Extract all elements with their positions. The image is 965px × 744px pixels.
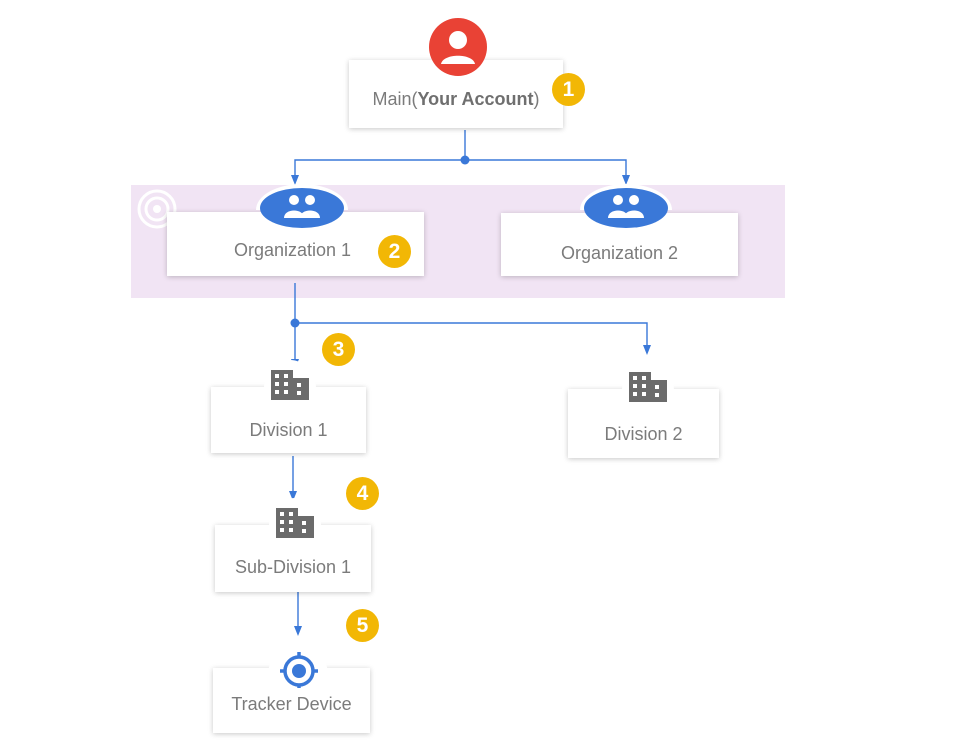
group-icon — [254, 182, 350, 235]
step-badge-5: 5 — [346, 609, 379, 642]
group-icon — [578, 182, 674, 235]
connector-org1-to-div2 — [295, 322, 651, 355]
building-icon — [620, 358, 676, 411]
division-1-label: Division 1 — [249, 419, 328, 440]
step-badge-3: 3 — [322, 333, 355, 366]
step-badge-2: 2 — [378, 235, 411, 268]
connector-main-to-org2 — [465, 159, 630, 185]
step-badge-1: 1 — [552, 73, 585, 106]
organization-1-label: Organization 1 — [234, 239, 352, 260]
tracker-device-node[interactable]: Tracker Device — [213, 668, 370, 733]
main-account-label: Main(Your Account) — [372, 88, 540, 109]
building-icon — [262, 356, 318, 409]
division-2-label: Division 2 — [604, 424, 683, 444]
target-icon — [266, 636, 330, 693]
connector-main-to-org1 — [291, 159, 465, 185]
junction-dot-main — [460, 155, 470, 165]
sub-division-1-label: Sub-Division 1 — [234, 557, 352, 577]
ring-icon — [136, 188, 178, 235]
building-icon — [267, 494, 323, 547]
organization-2-label: Organization 2 — [560, 243, 679, 263]
account-icon — [427, 16, 489, 83]
step-badge-4: 4 — [346, 477, 379, 510]
junction-dot-org1 — [290, 318, 300, 328]
main-account-node[interactable]: Main(Your Account) — [349, 60, 563, 128]
tracker-device-label: Tracker Device — [231, 694, 352, 714]
